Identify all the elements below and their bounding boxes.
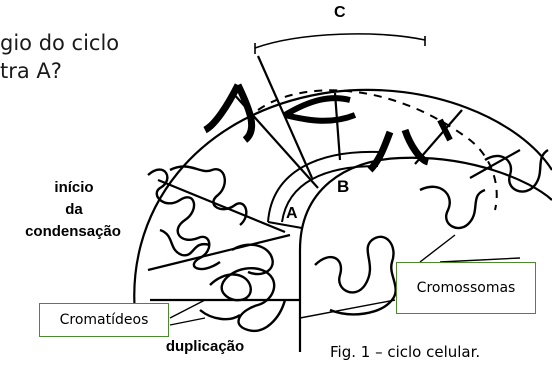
box-cromatideos: Cromatídeos — [39, 303, 169, 337]
phase-c-bracket — [255, 34, 425, 48]
label-duplicacao: duplicação — [150, 336, 260, 358]
box-cromossomas: Cromossomas — [396, 262, 536, 314]
label-phase-c: C — [334, 2, 346, 24]
label-phase-a: A — [286, 203, 298, 225]
label-condensacao: condensação — [8, 221, 138, 243]
label-da: da — [44, 199, 104, 221]
figure-caption: Fig. 1 – ciclo celular. — [330, 343, 480, 361]
label-phase-b: B — [337, 176, 349, 198]
label-inicio: início — [44, 177, 104, 199]
